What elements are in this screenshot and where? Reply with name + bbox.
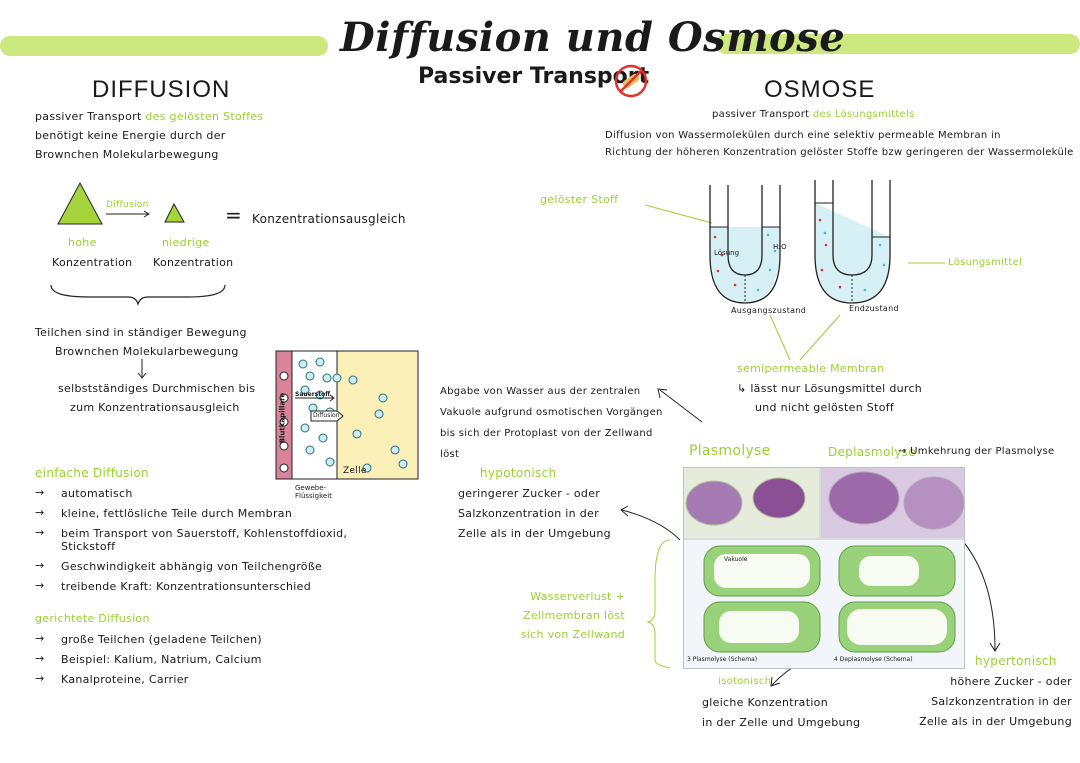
u-tube-diagram (644, 180, 945, 361)
arrows-overlay (620, 388, 1001, 687)
high-concentration: Konzentration (52, 256, 133, 269)
hypo-line-1: geringerer Zucker - oder (458, 487, 601, 500)
equilibrium-result: Konzentrationsausgleich (252, 212, 406, 226)
simple-diffusion-heading: einfache Diffusion (35, 466, 149, 480)
hypotonic-text: geringerer Zucker - oder Salzkonzentrati… (458, 487, 611, 547)
hypotonic-heading: hypotonisch (480, 466, 557, 480)
vacuole-line-2: Vakuole aufgrund osmotischen Vorgängen (440, 407, 663, 418)
list-item: Geschwindigkeit abhängig von Teilchengrö… (35, 559, 365, 573)
membrane-line-2: und nicht gelösten Stoff (755, 401, 895, 414)
membrane-text: ↳ lässt nur Lösungsmittel durch und nich… (737, 382, 922, 420)
deplasmolysis-note: → Umkehrung der Plasmolyse (898, 446, 1055, 457)
capillary-diagram (275, 350, 419, 480)
hypo-line-2: Salzkonzentration in der (458, 507, 599, 520)
water-loss-2: Zellmembran löst (523, 609, 625, 622)
mix-line-2: zum Konzentrationsausgleich (70, 401, 240, 414)
plasmolysis-label: Plasmolyse (689, 443, 771, 459)
down-arrow-icon (137, 359, 147, 379)
diffusion-intro-text: passiver Transport (35, 110, 142, 123)
diffusion-heading: DIFFUSION (92, 76, 231, 103)
schema-label-2: 4 Deplasmolyse (Schema) (834, 656, 913, 663)
diffusion-intro: passiver Transport des gelösten Stoffes … (35, 110, 263, 167)
schema-label-1: 3 Plasmolyse (Schema) (687, 656, 758, 663)
hyper-line-2: Salzkonzentration in der (931, 695, 1072, 708)
no-energy-icon (614, 64, 648, 98)
deplasmolysis-label: Deplasmolyse (828, 445, 916, 459)
solution-label: Lösung (714, 249, 740, 257)
header-bar-right (716, 34, 1080, 54)
particles-text: Teilchen sind in ständiger Bewegung Brow… (35, 326, 247, 364)
particles-line-2: Brownchen Molekularbewegung (55, 345, 239, 358)
water-loss-3: sich von Zellwand (520, 628, 625, 641)
header-bar-left (0, 36, 328, 56)
list-item: Kanalproteine, Carrier (35, 672, 335, 686)
vacuole-text: Abgabe von Wasser aus der zentralen Vaku… (440, 384, 663, 468)
diffusion-arrow-label: Diffusion (106, 200, 149, 210)
osmose-intro: passiver Transport des Lösungsmittels (712, 109, 915, 120)
cell-micrograph (684, 468, 964, 668)
particles-line-1: Teilchen sind in ständiger Bewegung (35, 326, 247, 339)
plasmolysis-photo: Vakuole 3 Plasmolyse (Schema) 4 Deplasmo… (683, 467, 965, 669)
mix-line-1: selbstständiges Durchmischen bis (58, 382, 256, 395)
iso-line-2: in der Zelle und Umgebung (702, 716, 861, 729)
capillary-label: Blutkapillare (278, 392, 287, 444)
solvent-label: Lösungsmittel (948, 257, 1023, 268)
page-subtitle: Passiver Transport (418, 64, 650, 89)
membrane-line-1: ↳ lässt nur Lösungsmittel durch (737, 382, 923, 395)
h2o-label: H₂O (773, 243, 787, 251)
list-item: Beispiel: Kalium, Natrium, Calcium (35, 652, 335, 666)
list-item: kleine, fettlösliche Teile durch Membran (35, 506, 365, 520)
equals-sign: = (225, 203, 242, 227)
list-item: automatisch (35, 486, 365, 500)
isotonic-text: gleiche Konzentration in der Zelle und U… (702, 696, 860, 736)
hyper-line-1: höhere Zucker - oder (950, 675, 1072, 688)
hypo-line-3: Zelle als in der Umgebung (458, 527, 611, 540)
diffusion-intro-2: benötigt keine Energie durch der (35, 129, 226, 142)
osmose-description: Diffusion von Wassermolekülen durch eine… (605, 130, 1074, 164)
oxygen-label: Sauerstoff (295, 391, 331, 398)
concentration-triangles (57, 181, 185, 225)
vacuole-line-3: bis sich der Protoplast von der Zellwand (440, 428, 653, 439)
diffusion-intro-highlight: des gelösten Stoffes (145, 110, 264, 123)
vacuole-label: Vakuole (724, 556, 748, 563)
osmose-intro-highlight: des Lösungsmittels (812, 109, 915, 120)
hypertonic-text: höhere Zucker - oder Salzkonzentration i… (912, 675, 1072, 735)
osmose-desc-2: Richtung der höheren Konzentration gelös… (605, 147, 1074, 158)
list-item: treibende Kraft: Konzentrationsunterschi… (35, 579, 365, 593)
low-concentration: Konzentration (153, 256, 234, 269)
list-item: beim Transport von Sauerstoff, Kohlensto… (35, 526, 365, 553)
high-label: hohe (68, 236, 97, 249)
water-loss-text: Wasserverlust + Zellmembran löst sich vo… (520, 590, 625, 647)
hyper-line-3: Zelle als in der Umgebung (919, 715, 1072, 728)
hypertonic-heading: hypertonisch (975, 654, 1057, 668)
directed-diffusion-list: große Teilchen (geladene Teilchen) Beisp… (35, 632, 335, 693)
vacuole-line-4: löst (440, 449, 460, 460)
membrane-heading: semipermeable Membran (737, 362, 885, 375)
page-title: Diffusion und Osmose (340, 14, 846, 61)
osmose-desc-1: Diffusion von Wassermolekülen durch eine… (605, 130, 1001, 141)
directed-diffusion-heading: gerichtete Diffusion (35, 612, 150, 625)
vacuole-line-1: Abgabe von Wasser aus der zentralen (440, 386, 641, 397)
water-loss-1: Wasserverlust + (530, 590, 625, 603)
diffusion-intro-3: Brownchen Molekularbewegung (35, 148, 219, 161)
isotonic-heading: isotonisch (718, 676, 772, 687)
mix-text: selbstständiges Durchmischen bis zum Kon… (58, 382, 255, 420)
low-label: niedrige (162, 236, 210, 249)
curly-brace (50, 284, 226, 306)
simple-diffusion-list: automatisch kleine, fettlösliche Teile d… (35, 486, 365, 600)
end-state-label: Endzustand (849, 304, 899, 313)
diffusion-small-label: Diffusion (313, 412, 340, 419)
iso-line-1: gleiche Konzentration (702, 696, 828, 709)
list-item: große Teilchen (geladene Teilchen) (35, 632, 335, 646)
solute-label: gelöster Stoff (540, 193, 619, 206)
osmose-heading: OSMOSE (764, 76, 876, 103)
cell-label: Zelle (343, 466, 367, 476)
osmose-intro-text: passiver Transport (712, 109, 810, 120)
start-state-label: Ausgangszustand (731, 306, 807, 315)
